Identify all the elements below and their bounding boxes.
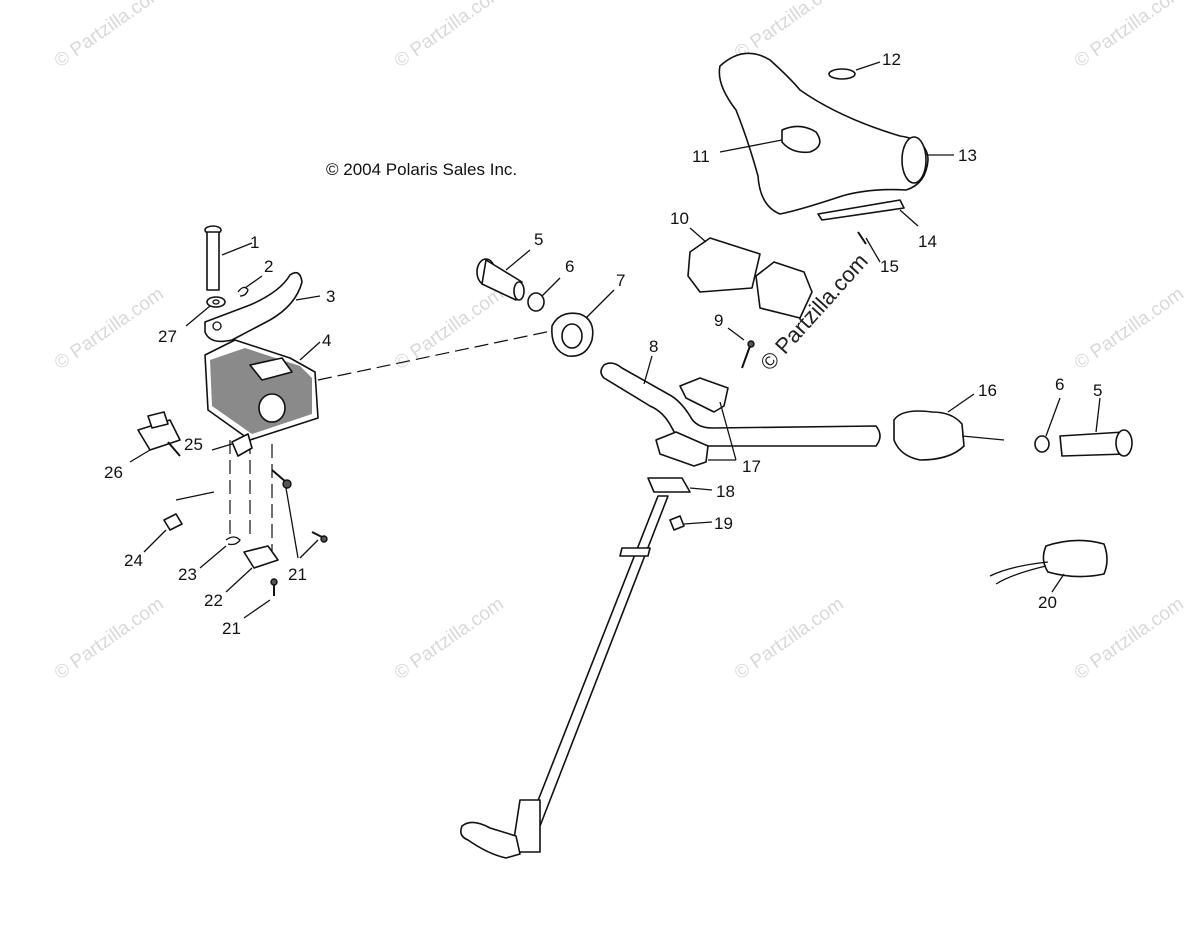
callout-19: 19 [714,514,733,533]
part-21-screws [243,469,328,619]
watermark: © Partzilla.com [1071,593,1188,684]
watermark: © Partzilla.com [391,0,508,72]
callout-22: 22 [204,591,223,610]
callout-16: 16 [978,381,997,400]
callout-labels: 1 2 3 4 5 6 7 8 9 10 11 12 13 14 15 16 6… [104,50,1102,638]
part-6-right-plug [1034,397,1061,453]
callout-2: 2 [264,257,273,276]
callout-10: 10 [670,209,689,228]
callout-21: 21 [288,565,307,584]
copyright-text: © 2004 Polaris Sales Inc. [326,160,517,179]
watermark: © Partzilla.com [391,593,508,684]
part-10-control-housing [687,227,813,319]
watermark: © Partzilla.com [731,593,848,684]
callout-11: 11 [692,147,710,166]
part-25-gasket [211,433,253,457]
watermark: © Partzilla.com [1071,283,1188,374]
part-7-clamp [551,289,615,357]
watermark: © Partzilla.com [51,283,168,374]
steering-column [460,477,713,859]
assembly-lines [175,329,557,560]
callout-14: 14 [918,232,937,251]
callout-12: 12 [882,50,901,69]
part-5-right-grip [1059,397,1133,457]
part-26-latch [129,411,181,463]
callout-1: 1 [250,233,259,252]
part-1-bolt [204,225,253,291]
part-6-left-plug [527,277,561,312]
part-20-harness [989,539,1108,593]
callout-21-lower: 21 [222,619,241,638]
callout-3: 3 [326,287,335,306]
part-4-housing [204,339,321,441]
callout-25: 25 [184,435,203,454]
callout-17: 17 [742,457,761,476]
part-13-hood-cover [718,52,954,263]
part-9-bolt [727,327,755,369]
part-8-handlebar [600,355,881,447]
callout-20: 20 [1038,593,1057,612]
part-3-bracket [204,271,321,343]
callout-7: 7 [616,271,625,290]
part-24-nut [143,513,183,553]
callout-26: 26 [104,463,123,482]
callout-27: 27 [158,327,177,346]
callout-18: 18 [716,482,735,501]
callout-6-right: 6 [1055,375,1064,394]
callout-8: 8 [649,337,658,356]
callout-9: 9 [714,311,723,330]
part-16-switch-housing [893,393,1005,461]
watermark: © Partzilla.com [1071,0,1188,72]
watermark: © Partzilla.com [51,593,168,684]
callout-5-right: 5 [1093,381,1102,400]
callout-13: 13 [958,146,977,165]
callout-15: 15 [880,257,899,276]
part-17-clamps [655,377,737,467]
callout-6: 6 [565,257,574,276]
part-27-washer [185,296,226,327]
callout-23: 23 [178,565,197,584]
part-22-plate [225,545,279,593]
part-5-left-grip [476,249,531,301]
part-2-clip [237,275,263,297]
callout-4: 4 [322,331,331,350]
callout-5: 5 [534,230,543,249]
callout-24: 24 [124,551,143,570]
part-23-clip [199,536,241,569]
watermark: © Partzilla.com [51,0,168,72]
